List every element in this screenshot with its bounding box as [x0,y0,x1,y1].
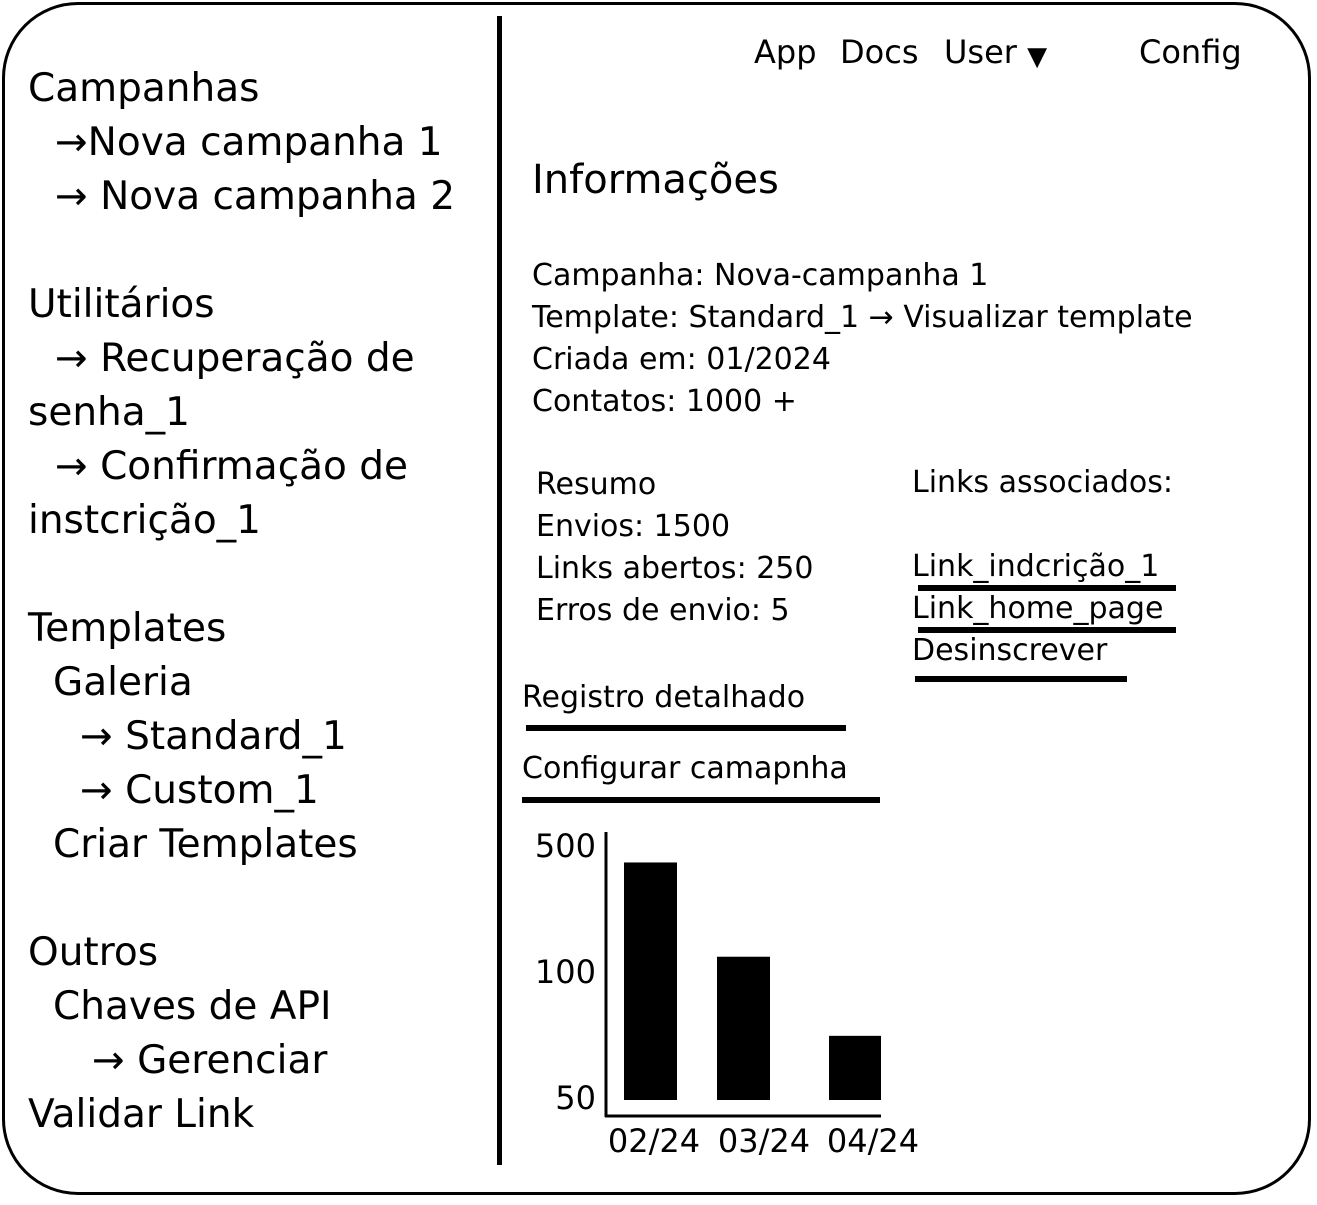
sidebar-item-criar-templates[interactable]: Criar Templates [53,822,358,867]
links-associados-title: Links associados: [912,465,1173,500]
link-desinscrever[interactable]: Desinscrever [912,633,1108,668]
sidebar-item-custom-1[interactable]: → Custom_1 [80,768,319,813]
nav-config[interactable]: Config [1139,33,1242,71]
sidebar-item-galeria[interactable]: Galeria [53,660,193,705]
resumo-links-abertos: Links abertos: 250 [536,551,814,586]
chevron-down-icon: ▼ [1027,42,1048,72]
sidebar-section-utilitarios: Utilitários [28,282,215,327]
sidebar-section-campanhas: Campanhas [28,66,260,111]
page-title: Informações [532,157,779,203]
info-criada: Criada em: 01/2024 [532,342,831,377]
link-home-page-underline [918,627,1176,633]
nav-app[interactable]: App [754,33,817,71]
configurar-campanha-link[interactable]: Configurar camapnha [522,751,848,786]
info-template: Template: Standard_1 → Visualizar templa… [532,297,1193,339]
visualizar-template-link[interactable]: Visualizar template [903,300,1193,335]
link-inscricao[interactable]: Link_indcrição_1 [912,549,1160,584]
link-desinscrever-underline [915,676,1127,682]
info-campanha: Campanha: Nova-campanha 1 [532,258,989,293]
registro-detalhado-link[interactable]: Registro detalhado [522,680,806,715]
nav-user-label: User [944,33,1017,71]
sidebar-item-recuperacao-senha-cont[interactable]: senha_1 [28,390,190,435]
sidebar-item-nova-campanha-2[interactable]: → Nova campanha 2 [55,174,456,219]
sidebar-divider [497,16,502,1165]
sidebar-item-chaves-api[interactable]: Chaves de API [53,984,332,1029]
sidebar-item-confirmacao-inscricao[interactable]: → Confirmação de [55,444,409,489]
sidebar-section-outros: Outros [28,930,159,975]
configurar-campanha-underline [522,797,880,803]
info-contatos: Contatos: 1000 + [532,384,797,419]
sidebar-item-standard-1[interactable]: → Standard_1 [80,714,347,759]
resumo-title: Resumo [536,467,657,502]
nav-user[interactable]: User ▼ [944,32,1047,77]
sidebar-item-validar-link[interactable]: Validar Link [28,1092,255,1137]
resumo-erros: Erros de envio: 5 [536,593,790,628]
sidebar-item-gerenciar[interactable]: → Gerenciar [92,1038,328,1083]
sidebar-item-nova-campanha-1[interactable]: →Nova campanha 1 [55,120,443,165]
sidebar-item-recuperacao-senha[interactable]: → Recuperação de [55,336,415,381]
registro-detalhado-underline [526,725,846,731]
link-home-page[interactable]: Link_home_page [912,591,1164,626]
info-template-label: Template: Standard_1 → [532,300,904,335]
nav-docs[interactable]: Docs [840,33,919,71]
link-inscricao-underline [918,585,1176,591]
resumo-envios: Envios: 1500 [536,509,731,544]
sidebar-item-confirmacao-inscricao-cont[interactable]: instcrição_1 [28,498,261,543]
sidebar-section-templates: Templates [28,606,227,651]
